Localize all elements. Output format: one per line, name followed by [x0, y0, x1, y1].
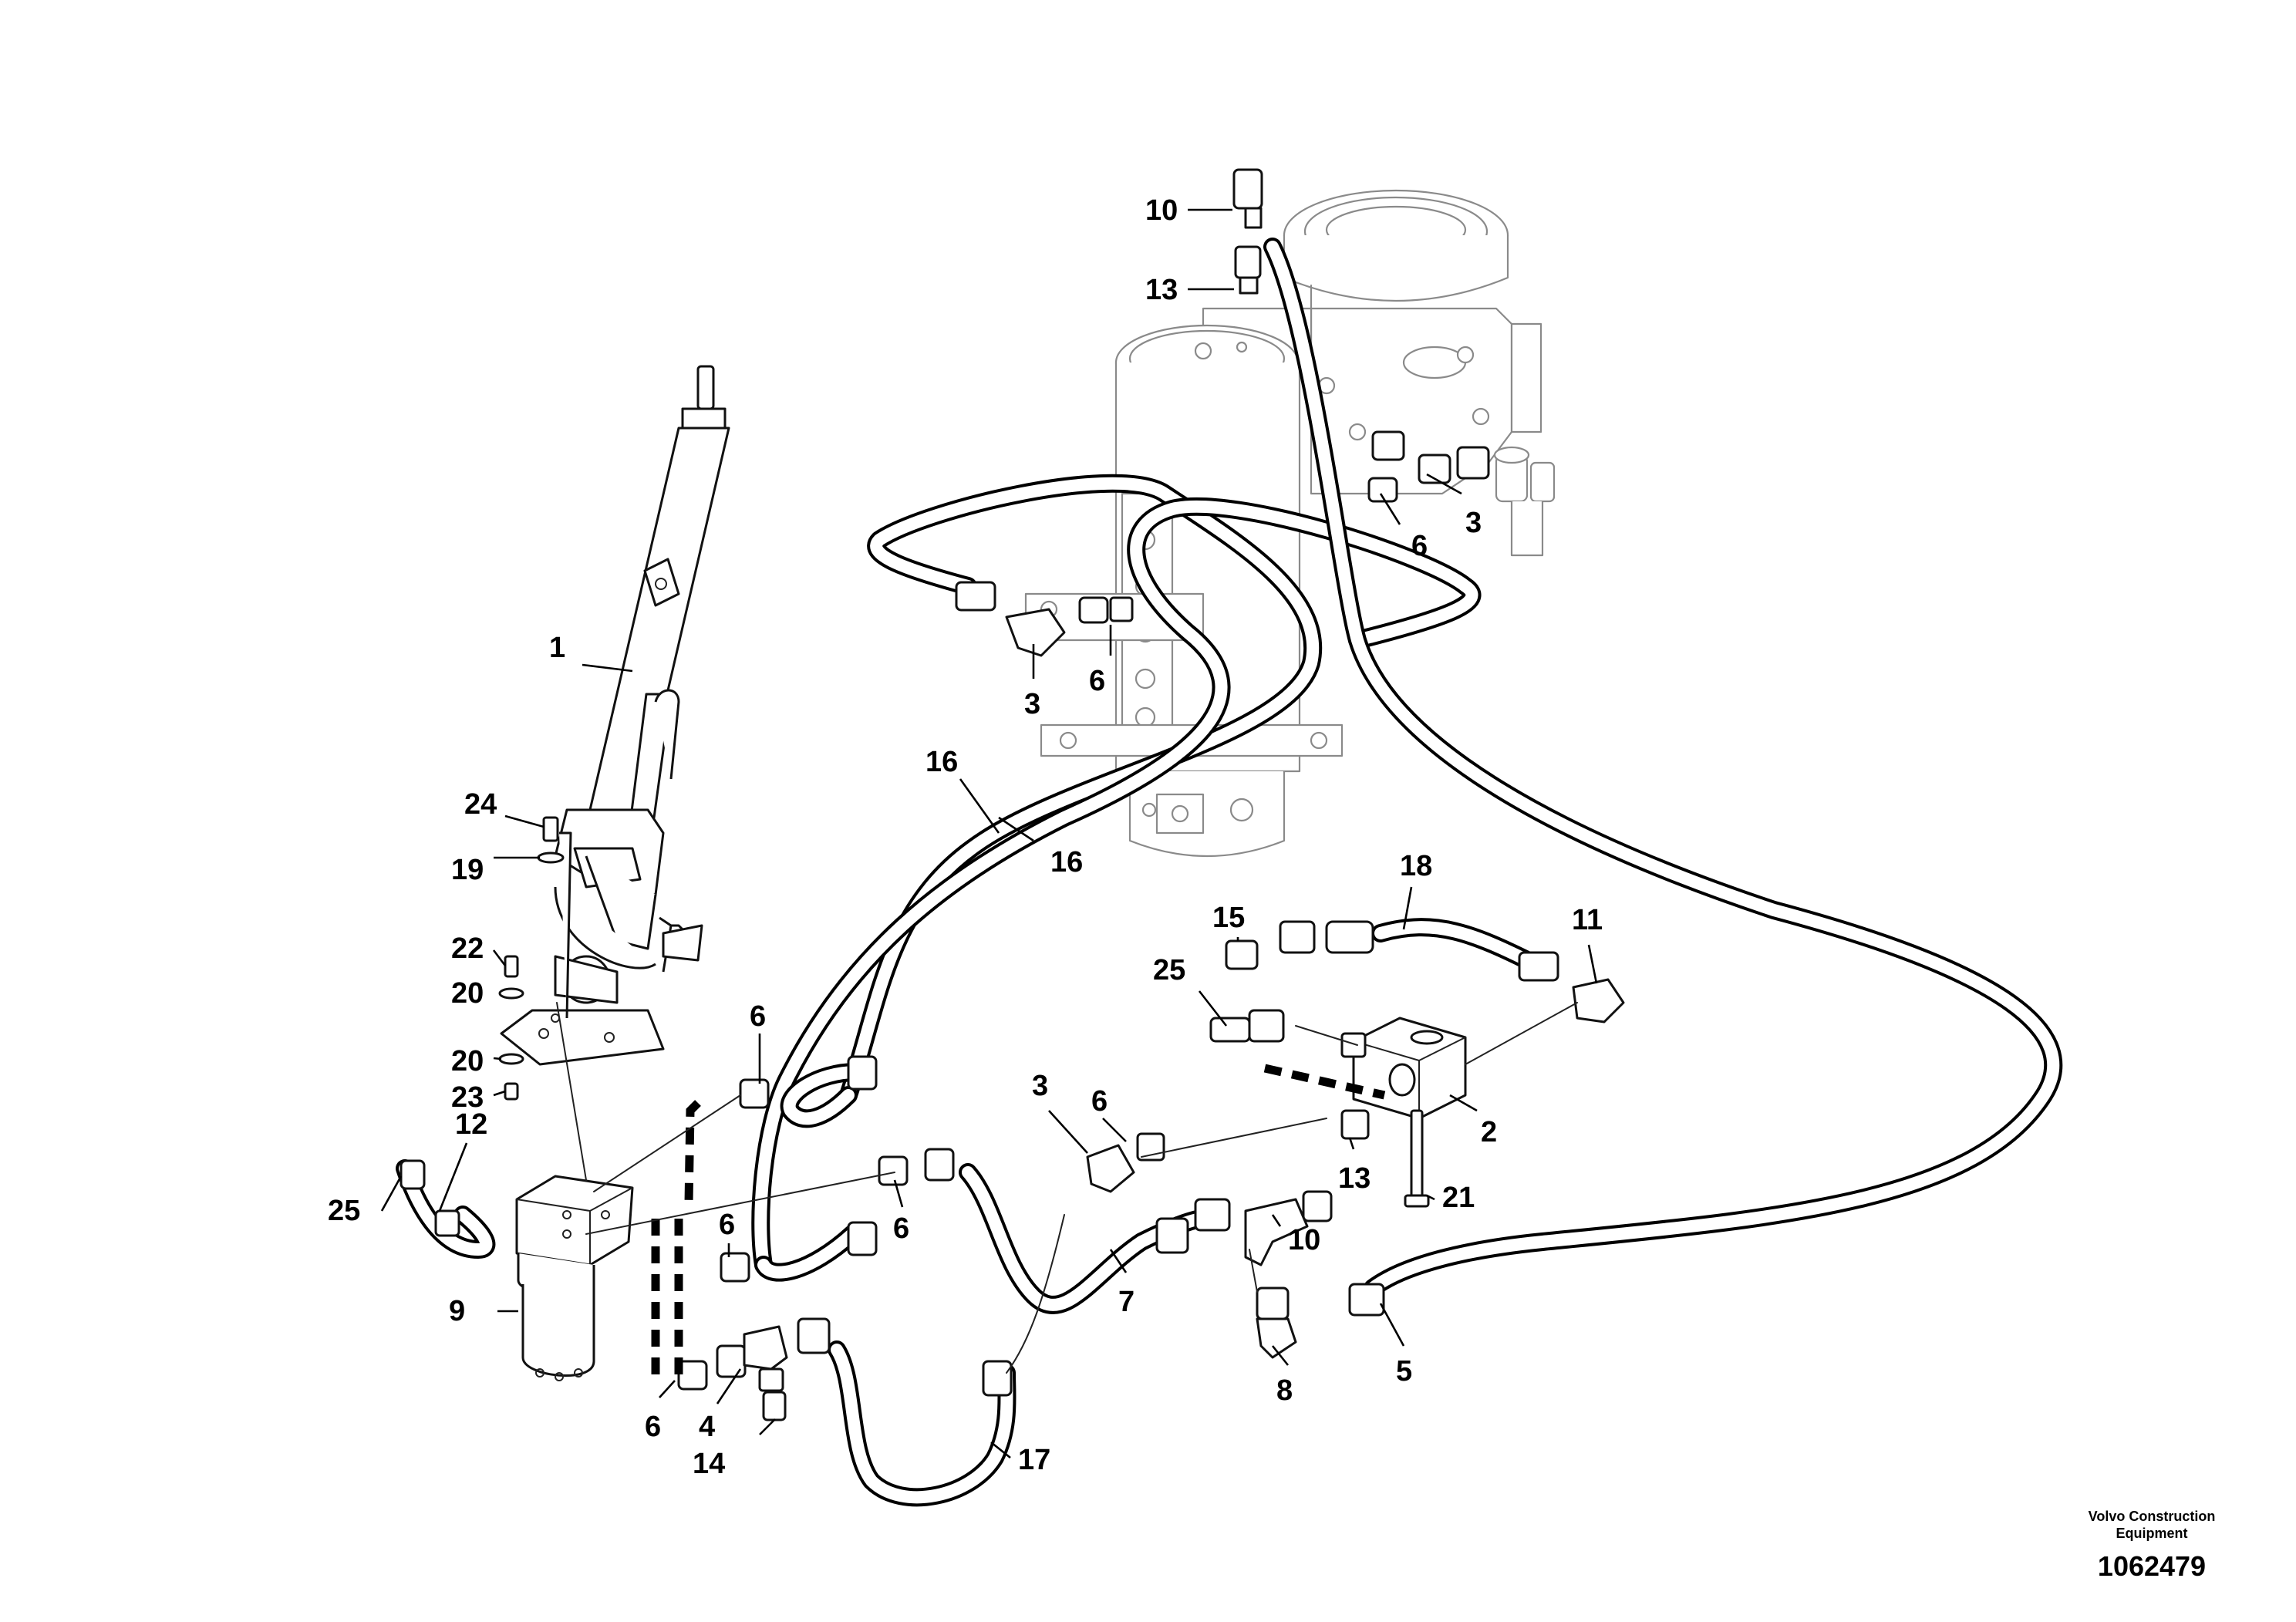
hose-16-loop-left: [754, 1063, 865, 1282]
label-6-left-upper: 6: [750, 1000, 766, 1033]
label-6-left-middle: 6: [719, 1209, 735, 1241]
label-2: 2: [1481, 1116, 1497, 1148]
label-25-left: 25: [328, 1195, 360, 1227]
leader-lines: [380, 208, 1598, 1459]
label-3-lower: 3: [1032, 1070, 1048, 1102]
manufacturer-caption: Volvo Construction Equipment: [2088, 1509, 2216, 1541]
label-16-lower: 16: [1050, 846, 1083, 878]
hose-17: [828, 1340, 1017, 1507]
label-8: 8: [1276, 1374, 1293, 1407]
label-18: 18: [1400, 850, 1432, 882]
label-7: 7: [1118, 1286, 1135, 1318]
pipe-25-left: [396, 1159, 496, 1259]
label-6-right: 6: [1091, 1085, 1108, 1118]
label-3-top: 3: [1465, 507, 1482, 539]
label-6-top: 6: [1411, 530, 1428, 562]
part-labels: 1 2 3 3 3 4 5 6 6 6 6 6 6 6 7 8 9 10 10 …: [328, 194, 1603, 1480]
label-12: 12: [455, 1108, 487, 1141]
label-22: 22: [451, 932, 484, 965]
label-11: 11: [1572, 904, 1603, 936]
label-10-lower: 10: [1288, 1224, 1320, 1256]
label-13-lower: 13: [1338, 1162, 1371, 1195]
label-1: 1: [549, 632, 565, 664]
label-3-middle: 3: [1024, 688, 1040, 720]
label-6-middle: 6: [1089, 665, 1105, 697]
label-4: 4: [699, 1411, 715, 1443]
connection-dashes: [651, 1064, 1386, 1377]
label-5: 5: [1396, 1355, 1412, 1388]
label-20-upper: 20: [451, 977, 484, 1010]
hose-16-lower: [751, 497, 1482, 1274]
label-14: 14: [693, 1448, 725, 1480]
hose-5: [1263, 238, 2063, 1297]
label-10-top: 10: [1145, 194, 1178, 227]
label-9: 9: [449, 1295, 465, 1327]
steering-valve-9: [515, 1175, 634, 1381]
valve-block-2: [1340, 1017, 1467, 1120]
steering-column: [500, 365, 730, 1066]
label-21: 21: [1442, 1182, 1475, 1214]
hose-16-upper: [839, 474, 1323, 1104]
label-19: 19: [451, 854, 484, 886]
hose-18: [1371, 918, 1544, 973]
label-23: 23: [451, 1081, 484, 1114]
label-6-center: 6: [893, 1212, 909, 1245]
label-24: 24: [464, 788, 497, 821]
label-17: 17: [1018, 1444, 1050, 1476]
label-20-lower: 20: [451, 1045, 484, 1077]
label-16-upper: 16: [925, 746, 958, 778]
assembly-lines: [556, 1002, 1578, 1374]
label-25-upper: 25: [1153, 954, 1185, 986]
label-15: 15: [1212, 902, 1245, 934]
document-number: 1062479: [2097, 1550, 2207, 1582]
swing-motor-assembly: [1202, 189, 1556, 557]
label-6-left-lower: 6: [645, 1411, 661, 1443]
label-13-top: 13: [1145, 274, 1178, 306]
fittings: [400, 168, 1625, 1421]
